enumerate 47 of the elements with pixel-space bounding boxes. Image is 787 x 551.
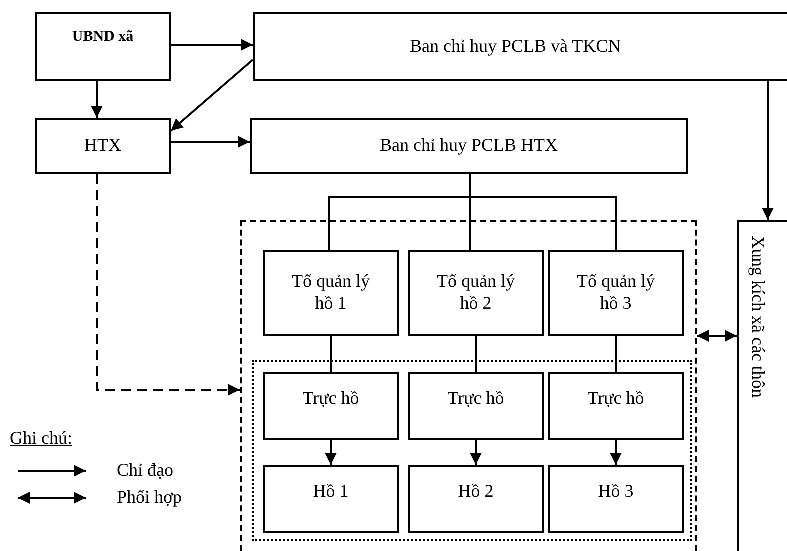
node-label: UBND xã: [72, 28, 134, 46]
group-frame: [252, 360, 692, 541]
node-label: Ban chỉ huy PCLB và TKCN: [410, 36, 622, 58]
node-label: Hồ 2: [458, 481, 494, 503]
process-box: [35, 12, 171, 81]
arrow: [96, 174, 240, 396]
node-label: Trực hồ: [588, 388, 644, 410]
node-label: Hồ 3: [598, 481, 634, 503]
process-box: [263, 250, 399, 336]
process-box: [408, 465, 544, 533]
arrow: [325, 440, 337, 465]
process-box: [250, 118, 688, 174]
process-box: [548, 465, 684, 533]
process-box: [548, 250, 684, 336]
node-label: Xung kích xã các thôn: [748, 236, 769, 398]
arrow: [697, 330, 737, 342]
connector-line: [469, 174, 617, 250]
process-box: [35, 118, 171, 174]
process-box: [408, 372, 544, 440]
node-label: Tổ quản lý hồ 1: [291, 271, 371, 315]
arrow: [171, 39, 253, 51]
node-label: Trực hồ: [448, 388, 504, 410]
connector-line: [330, 336, 332, 372]
connector-line: [475, 336, 477, 372]
process-box: [253, 12, 787, 81]
legend-label: Chỉ đạo: [117, 460, 174, 481]
process-box: [408, 250, 544, 336]
connector-line: [615, 336, 617, 372]
arrow: [171, 136, 250, 148]
node-label: Tổ quản lý hồ 2: [436, 271, 516, 315]
group-frame: [240, 220, 697, 551]
legend-label: Phối hợp: [117, 487, 182, 508]
node-label: Ban chỉ huy PCLB HTX: [380, 135, 558, 157]
vertical-box: [737, 220, 787, 551]
arrow: [470, 440, 482, 465]
node-label: HTX: [84, 135, 122, 157]
process-box: [263, 372, 399, 440]
arrow: [170, 59, 254, 132]
node-label: Trực hồ: [302, 388, 360, 410]
legend-title: Ghi chú:: [10, 428, 72, 449]
process-box: [263, 465, 399, 533]
process-box: [548, 372, 684, 440]
node-label: Hồ 1: [313, 481, 349, 503]
arrow: [91, 81, 103, 118]
node-label: Tổ quản lý hồ 3: [576, 271, 656, 315]
arrow: [610, 440, 622, 465]
arrow: [762, 81, 774, 220]
